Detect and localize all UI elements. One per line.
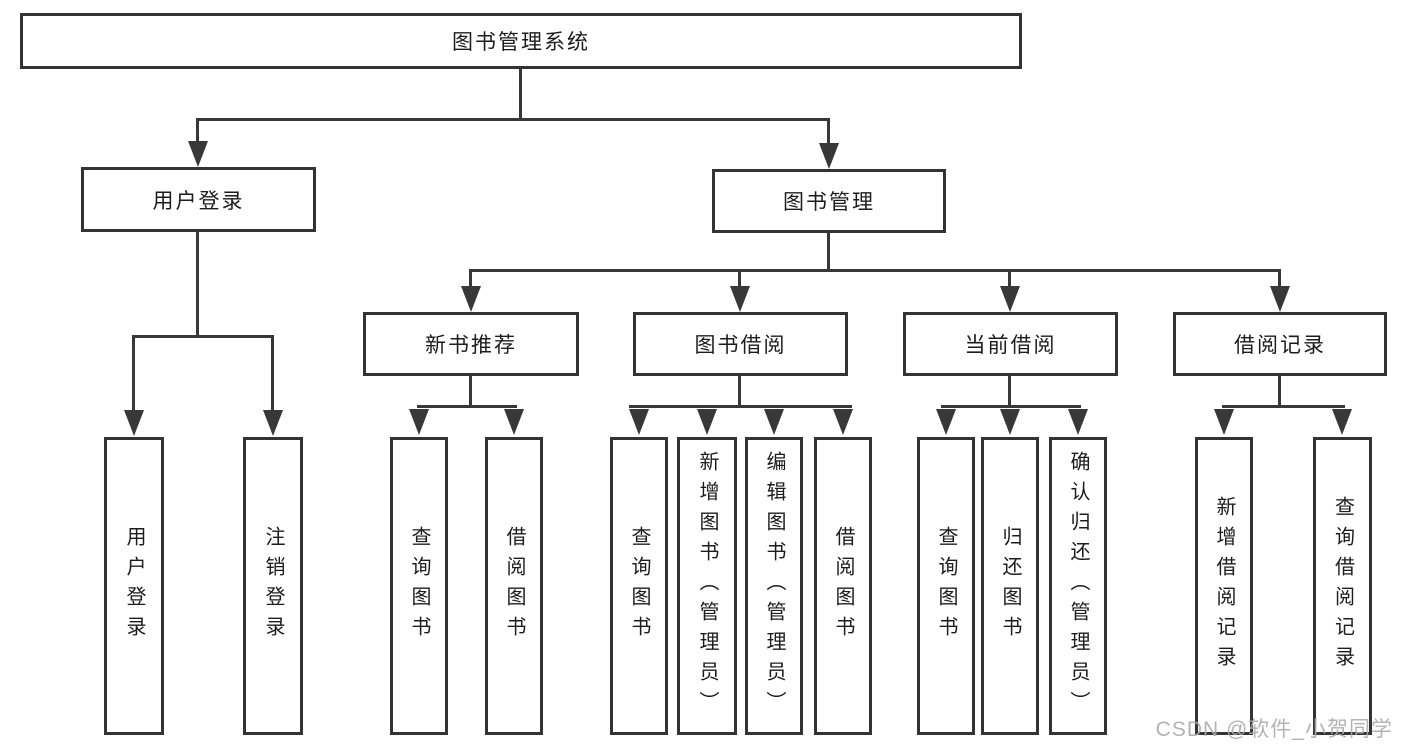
connector-line [1008, 376, 1011, 408]
node-root: 图书管理系统 [20, 13, 1022, 69]
leaf-bb-query-books: 查询图书 [610, 437, 668, 735]
node-new-book-recommend: 新书推荐 [363, 312, 579, 376]
connector-line [271, 335, 274, 412]
connector-line [1278, 269, 1281, 288]
connector-line [1278, 376, 1281, 408]
node-user-login: 用户登录 [81, 167, 316, 232]
arrowhead-icon [1000, 286, 1020, 312]
arrowhead-icon [730, 286, 750, 312]
connector-line [1008, 269, 1011, 288]
connector-line [629, 405, 852, 408]
leaf-user-login: 用户登录 [104, 437, 164, 735]
leaf-logout: 注销登录 [243, 437, 303, 735]
arrowhead-icon [1214, 409, 1234, 435]
arrowhead-icon [1270, 286, 1290, 312]
node-borrow-records: 借阅记录 [1173, 312, 1387, 376]
connector-line [197, 118, 830, 121]
connector-line [1222, 405, 1345, 408]
leaf-nbr-borrow-books: 借阅图书 [485, 437, 543, 735]
leaf-nbr-query-books: 查询图书 [390, 437, 448, 735]
leaf-br-query-record: 查询借阅记录 [1313, 437, 1372, 735]
arrowhead-icon [764, 409, 784, 435]
arrowhead-icon [124, 410, 144, 436]
connector-line [941, 405, 1081, 408]
connector-line [132, 335, 135, 412]
arrowhead-icon [1068, 409, 1088, 435]
connector-line [469, 269, 1280, 272]
watermark: CSDN @软件_小贺同学 [1155, 718, 1393, 741]
leaf-br-add-record: 新增借阅记录 [1195, 437, 1253, 735]
arrowhead-icon [504, 409, 524, 435]
connector-line [738, 269, 741, 288]
arrowhead-icon [409, 409, 429, 435]
leaf-bb-borrow-books: 借阅图书 [814, 437, 872, 735]
node-book-management: 图书管理 [712, 169, 946, 233]
connector-line [196, 232, 199, 337]
connector-line [469, 269, 472, 288]
arrowhead-icon [819, 143, 839, 169]
arrowhead-icon [1000, 409, 1020, 435]
arrowhead-icon [629, 409, 649, 435]
node-book-borrow: 图书借阅 [633, 312, 848, 376]
connector-line [469, 376, 472, 408]
arrowhead-icon [188, 141, 208, 167]
connector-line [519, 69, 522, 121]
node-current-borrow: 当前借阅 [903, 312, 1118, 376]
arrowhead-icon [263, 410, 283, 436]
arrowhead-icon [697, 409, 717, 435]
leaf-cb-return-books: 归还图书 [981, 437, 1039, 735]
leaf-cb-confirm-return: 确认归还（管理员） [1049, 437, 1107, 735]
arrowhead-icon [936, 409, 956, 435]
connector-line [196, 118, 199, 144]
connector-line [827, 233, 830, 272]
connector-line [738, 376, 741, 408]
connector-line [132, 335, 274, 338]
leaf-bb-edit-books: 编辑图书（管理员） [745, 437, 803, 735]
arrowhead-icon [1332, 409, 1352, 435]
connector-line [827, 118, 830, 144]
connector-line [417, 405, 517, 408]
arrowhead-icon [833, 409, 853, 435]
arrowhead-icon [461, 286, 481, 312]
leaf-cb-query-books: 查询图书 [917, 437, 975, 735]
leaf-bb-add-books: 新增图书（管理员） [677, 437, 737, 735]
